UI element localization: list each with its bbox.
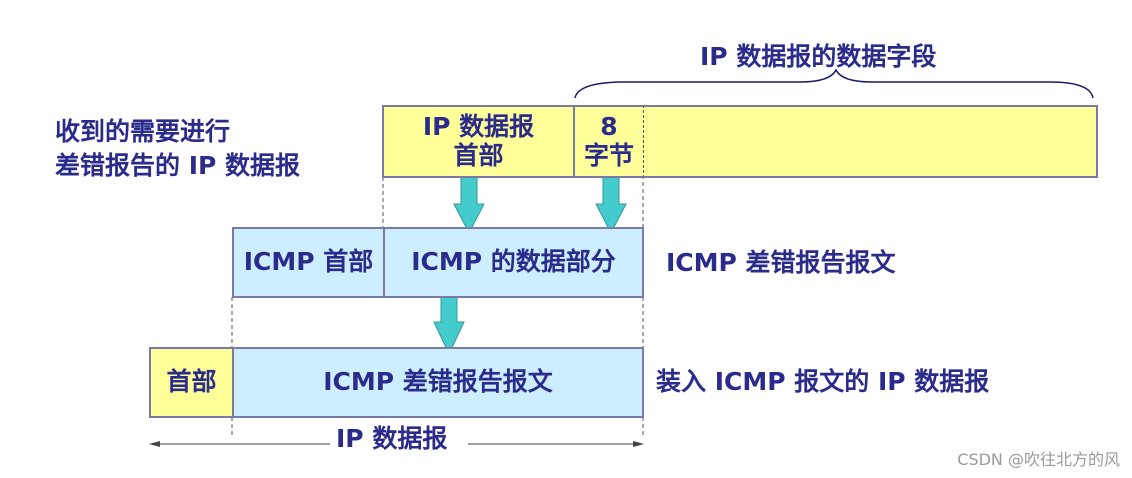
eight-bytes-box: 8 字节 — [573, 105, 644, 178]
ip-datagram-span-label: IP 数据报 — [336, 424, 448, 453]
encapsulated-datagram-label: 装入 ICMP 报文的 IP 数据报 — [656, 367, 990, 396]
arrowhead-right-icon — [633, 441, 644, 447]
ip-header-line2: 首部 — [453, 140, 504, 170]
arrowhead-left-icon — [149, 441, 160, 447]
ip-header-box-bottom: 首部 — [149, 347, 234, 418]
brace — [574, 68, 1094, 99]
received-datagram-label-line1: 收到的需要进行 — [55, 117, 231, 146]
icmp-message-box: ICMP 差错报告报文 — [232, 347, 644, 418]
down-arrow-icon — [453, 173, 485, 235]
ip-header-box: IP 数据报 首部 — [382, 105, 575, 178]
brace-label: IP 数据报的数据字段 — [700, 42, 937, 71]
icmp-data-box: ICMP 的数据部分 — [383, 227, 644, 298]
icmp-error-message-label: ICMP 差错报告报文 — [666, 248, 896, 277]
received-datagram-label: 收到的需要进行 差错报告的 IP 数据报 — [55, 115, 300, 183]
eight-bytes-line1: 8 — [600, 111, 618, 141]
down-arrow-icon — [433, 293, 465, 356]
watermark: CSDN @吹往北方的风 — [957, 450, 1120, 469]
icmp-header-box: ICMP 首部 — [232, 227, 385, 298]
eight-bytes-line2: 字节 — [583, 140, 634, 170]
received-datagram-label-line2: 差错报告的 IP 数据报 — [55, 151, 301, 180]
down-arrow-icon — [595, 173, 627, 235]
ip-header-line1: IP 数据报 — [422, 111, 535, 141]
